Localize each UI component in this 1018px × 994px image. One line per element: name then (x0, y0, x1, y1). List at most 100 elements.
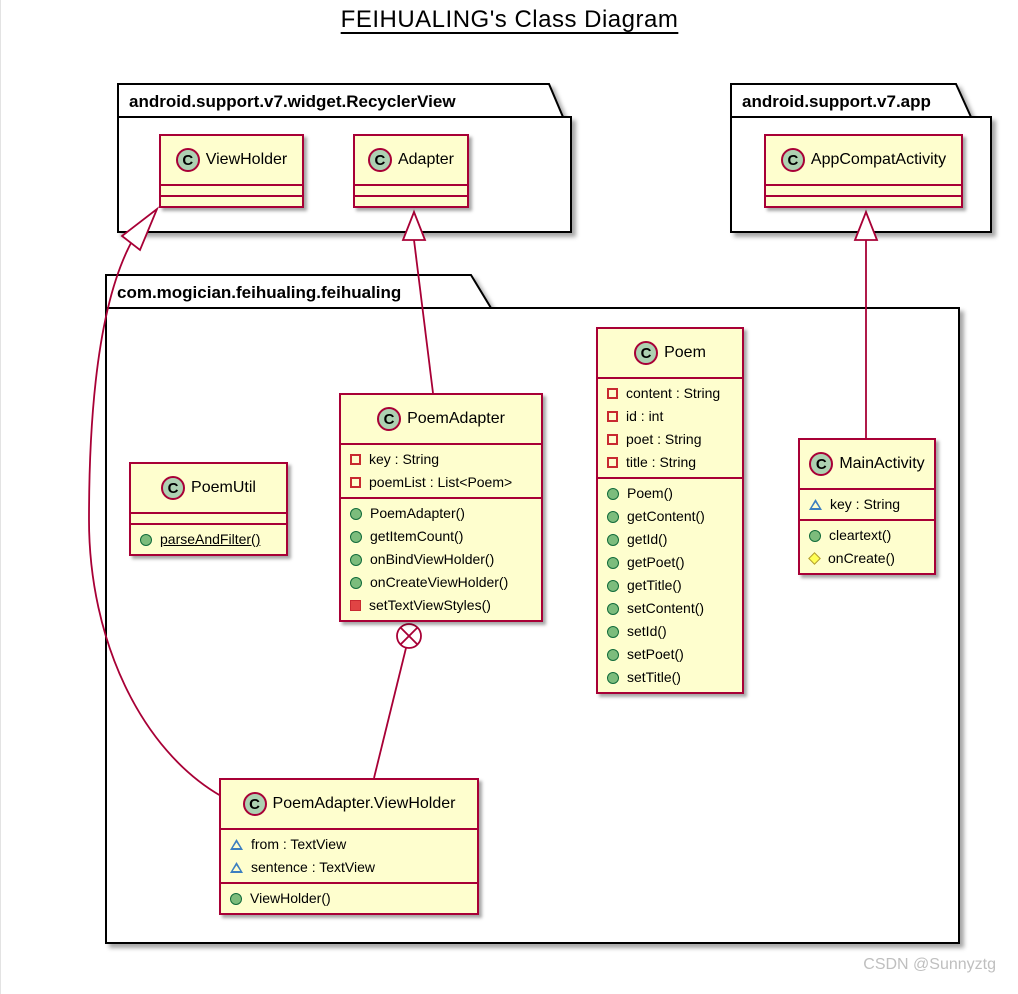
class-header: C Adapter (355, 136, 467, 184)
member-label: onBindViewHolder() (370, 551, 495, 567)
member-row: from : TextView (221, 833, 477, 856)
member-label: setTextViewStyles() (369, 597, 491, 613)
member-row: content : String (598, 382, 742, 405)
field-private-icon (607, 457, 618, 468)
method-public-icon (230, 892, 242, 905)
methods-compartment: cleartext() onCreate() (800, 519, 934, 573)
methods-compartment (161, 195, 302, 206)
member-row: setId() (598, 620, 742, 643)
member-label: setPoet() (627, 646, 684, 662)
member-label: onCreateViewHolder() (370, 574, 509, 590)
class-poemadapter: C PoemAdapter key : String poemList : Li… (339, 393, 543, 622)
class-poemadapter-viewholder: C PoemAdapter.ViewHolder from : TextView… (219, 778, 479, 915)
member-label: ViewHolder() (250, 890, 331, 906)
member-row: poemList : List<Poem> (341, 471, 541, 494)
method-public-icon (607, 487, 619, 500)
watermark: CSDN @Sunnyztg (863, 956, 996, 973)
class-header: C PoemAdapter.ViewHolder (221, 780, 477, 828)
field-private-icon (350, 477, 361, 488)
member-label: id : int (626, 408, 664, 424)
member-row: poet : String (598, 428, 742, 451)
member-row: key : String (341, 448, 541, 471)
package-label-feihualing: com.mogician.feihualing.feihualing (117, 283, 402, 302)
methods-compartment: parseAndFilter() (131, 523, 286, 554)
class-header: C Poem (598, 329, 742, 377)
attributes-compartment (355, 184, 467, 195)
member-row: onCreate() (800, 547, 934, 570)
attributes-compartment (131, 512, 286, 523)
member-row: onCreateViewHolder() (341, 571, 541, 594)
methods-compartment (355, 195, 467, 206)
class-appcompatactivity: C AppCompatActivity (764, 134, 963, 208)
attributes-compartment (766, 184, 961, 195)
member-row: getPoet() (598, 551, 742, 574)
class-circle-icon: C (809, 452, 834, 476)
class-header: C MainActivity (800, 440, 934, 488)
member-label: getTitle() (627, 577, 682, 593)
class-circle-icon: C (242, 792, 267, 816)
member-label: poemList : List<Poem> (369, 474, 513, 490)
class-adapter: C Adapter (353, 134, 469, 208)
member-row: Poem() (598, 482, 742, 505)
member-row: key : String (800, 493, 934, 516)
method-public-icon (350, 530, 362, 543)
member-label: parseAndFilter() (160, 531, 261, 547)
inner-class-anchor-poemadapter-viewholder (373, 623, 422, 779)
class-name: Poem (664, 344, 706, 361)
member-row: onBindViewHolder() (341, 548, 541, 571)
method-public-icon (607, 602, 619, 615)
class-name: PoemAdapter (407, 410, 505, 427)
extends-arrow-poemadapter-to-adapter (401, 209, 434, 394)
class-header: C ViewHolder (161, 136, 302, 184)
member-row: sentence : TextView (221, 856, 477, 879)
methods-compartment (766, 195, 961, 206)
attributes-compartment: key : String (800, 488, 934, 519)
method-public-icon (607, 533, 619, 546)
class-viewholder: C ViewHolder (159, 134, 304, 208)
member-row: parseAndFilter() (131, 528, 286, 551)
class-name: ViewHolder (205, 151, 288, 168)
method-public-icon (607, 579, 619, 592)
member-label: setTitle() (627, 669, 681, 685)
class-circle-icon: C (161, 476, 186, 500)
methods-compartment: Poem() getContent() getId() getPoet() ge… (598, 477, 742, 692)
field-package-icon (230, 839, 243, 850)
member-row: getItemCount() (341, 525, 541, 548)
field-private-icon (607, 411, 618, 422)
member-row: getTitle() (598, 574, 742, 597)
member-label: key : String (830, 496, 901, 512)
member-label: content : String (626, 385, 721, 401)
member-label: getItemCount() (370, 528, 464, 544)
member-label: onCreate() (828, 550, 895, 566)
member-label: getContent() (627, 508, 705, 524)
method-public-icon (607, 556, 619, 569)
class-header: C PoemUtil (131, 464, 286, 512)
diagram-title: FEIHUALING's Class Diagram (340, 6, 679, 33)
class-circle-icon: C (634, 341, 659, 365)
field-private-icon (607, 434, 618, 445)
class-name: PoemAdapter.ViewHolder (272, 795, 456, 812)
method-public-icon (809, 529, 821, 542)
member-label: title : String (626, 454, 697, 470)
member-row: getContent() (598, 505, 742, 528)
methods-compartment: ViewHolder() (221, 882, 477, 913)
member-row: title : String (598, 451, 742, 474)
member-label: key : String (369, 451, 440, 467)
method-public-icon (607, 510, 619, 523)
method-public-icon (140, 533, 152, 546)
method-private-icon (350, 600, 361, 611)
class-poemutil: C PoemUtil parseAndFilter() (129, 462, 288, 556)
method-public-icon (607, 625, 619, 638)
member-row: setTitle() (598, 666, 742, 689)
method-public-icon (350, 553, 362, 566)
extends-arrow-innerviewholder-to-viewholder (88, 206, 222, 797)
package-label-recyclerview: android.support.v7.widget.RecyclerView (129, 92, 456, 111)
member-label: sentence : TextView (251, 859, 376, 875)
member-label: poet : String (626, 431, 702, 447)
member-row: ViewHolder() (221, 887, 477, 910)
class-name: AppCompatActivity (810, 151, 947, 168)
member-label: setContent() (627, 600, 705, 616)
method-protected-icon (808, 552, 821, 565)
member-row: id : int (598, 405, 742, 428)
